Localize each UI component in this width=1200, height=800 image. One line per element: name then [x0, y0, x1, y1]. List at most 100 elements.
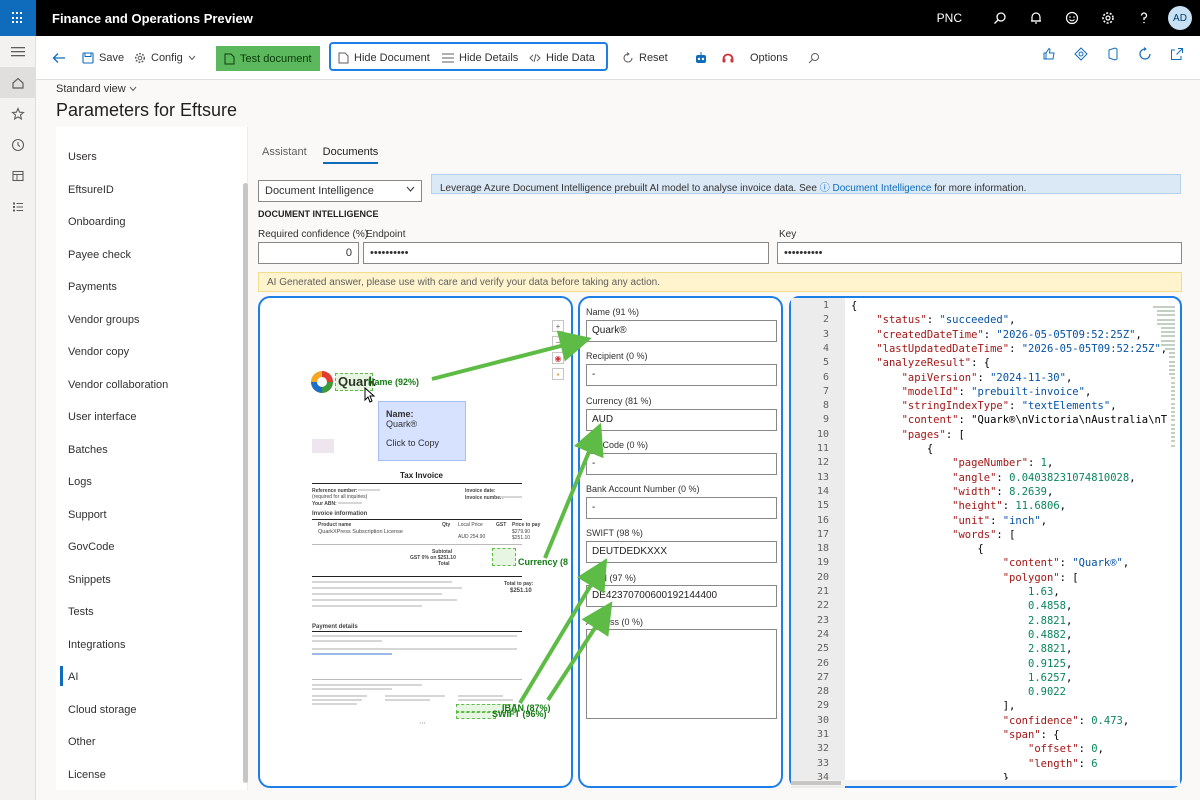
- scroll-thumb[interactable]: [791, 781, 841, 785]
- nav-item-support[interactable]: Support: [68, 509, 107, 521]
- test-document-button[interactable]: Test document: [216, 46, 320, 71]
- iban-overlay-label: IBAN (87%): [502, 703, 551, 713]
- minimap-line: [1171, 444, 1175, 447]
- document-intelligence-link[interactable]: Document Intelligence: [832, 183, 932, 194]
- nav-item-onboarding[interactable]: Onboarding: [68, 216, 126, 228]
- address-field[interactable]: [586, 629, 777, 719]
- app-launcher-button[interactable]: [0, 0, 36, 36]
- recent-clock-icon[interactable]: [0, 129, 36, 160]
- power-apps-icon[interactable]: [1074, 47, 1088, 61]
- view-selector[interactable]: Standard view: [56, 83, 137, 95]
- nav-item-eftsureid[interactable]: EftsureID: [68, 184, 114, 196]
- text-line: [312, 635, 517, 637]
- currency-detection-box[interactable]: [492, 548, 516, 566]
- user-avatar[interactable]: AD: [1168, 6, 1192, 30]
- back-button[interactable]: [52, 47, 66, 69]
- key-input[interactable]: ••••••••••: [777, 242, 1182, 264]
- bank-account-field[interactable]: -: [586, 497, 777, 519]
- nav-item-payments[interactable]: Payments: [68, 281, 117, 293]
- nav-item-snippets[interactable]: Snippets: [68, 574, 111, 586]
- search-icon[interactable]: [982, 0, 1018, 36]
- horizontal-scrollbar[interactable]: [791, 780, 1180, 786]
- hide-data-button[interactable]: Hide Data: [529, 47, 595, 69]
- swift-detection-box[interactable]: [456, 711, 496, 719]
- selected-indicator: [60, 666, 63, 686]
- headset-icon: [722, 53, 734, 63]
- currency-field[interactable]: AUD: [586, 409, 777, 431]
- swift-field[interactable]: DEUTDEDKXXX: [586, 541, 777, 563]
- save-button[interactable]: Save: [82, 47, 124, 69]
- iban-detection-box[interactable]: [456, 704, 516, 713]
- name-field[interactable]: Quark®: [586, 320, 777, 342]
- feedback-smiley-icon[interactable]: [1054, 0, 1090, 36]
- nav-item-tests[interactable]: Tests: [68, 606, 94, 618]
- line-number: 2: [822, 314, 829, 326]
- config-menu-button[interactable]: Config: [134, 47, 196, 69]
- copy-tooltip[interactable]: Name: Quark® Click to Copy: [378, 401, 466, 461]
- nav-item-other[interactable]: Other: [68, 736, 96, 748]
- support-button[interactable]: [721, 47, 735, 69]
- nav-item-vendor-groups[interactable]: Vendor groups: [68, 314, 140, 326]
- tooltip-value: Quark®: [386, 419, 418, 429]
- endpoint-input[interactable]: ••••••••••: [363, 242, 769, 264]
- help-icon[interactable]: [1126, 0, 1162, 36]
- hamburger-menu-icon[interactable]: [0, 36, 36, 67]
- favorites-star-icon[interactable]: [0, 98, 36, 129]
- code-line: 0.4858,: [1028, 600, 1073, 613]
- copilot-button[interactable]: [694, 47, 708, 69]
- company-picker[interactable]: PNC: [936, 11, 962, 25]
- home-icon[interactable]: [0, 67, 36, 98]
- tab-documents[interactable]: Documents: [322, 146, 379, 164]
- options-button[interactable]: Options: [750, 52, 788, 64]
- hide-details-button[interactable]: Hide Details: [442, 47, 518, 69]
- doc-gst: GST 0% on $251.10: [410, 555, 456, 561]
- nav-item-govcode[interactable]: GovCode: [68, 541, 115, 553]
- workspaces-icon[interactable]: [0, 160, 36, 191]
- nav-item-integrations[interactable]: Integrations: [68, 639, 126, 651]
- action-search-button[interactable]: [808, 47, 820, 69]
- open-new-window-icon[interactable]: [1170, 47, 1184, 61]
- code-minimap[interactable]: [1153, 302, 1175, 782]
- doc-ref-label: Reference number:: [312, 488, 358, 494]
- reset-button[interactable]: Reset: [622, 47, 668, 69]
- recipient-field[interactable]: -: [586, 364, 777, 386]
- code-icon: [529, 53, 541, 63]
- govcode-field[interactable]: -: [586, 453, 777, 475]
- nav-item-cloud-storage[interactable]: Cloud storage: [68, 704, 137, 716]
- zoom-in-button[interactable]: +: [552, 320, 564, 332]
- name-detection-box[interactable]: [335, 373, 373, 391]
- office-icon[interactable]: [1106, 47, 1120, 61]
- nav-item-vendor-collaboration[interactable]: Vendor collaboration: [68, 379, 169, 391]
- nav-item-payee-check[interactable]: Payee check: [68, 249, 131, 261]
- nav-item-users[interactable]: Users: [68, 151, 97, 163]
- notifications-icon[interactable]: [1018, 0, 1054, 36]
- line-number-gutter: [791, 298, 845, 788]
- settings-gear-icon[interactable]: [1090, 0, 1126, 36]
- highlight-toggle-icon[interactable]: ◉: [552, 352, 564, 364]
- fit-page-icon[interactable]: ▪: [552, 368, 564, 380]
- nav-item-batches[interactable]: Batches: [68, 444, 108, 456]
- text-line: [312, 684, 422, 686]
- confidence-input[interactable]: 0: [258, 242, 359, 264]
- json-code-editor[interactable]: 1{2 "status": "succeeded",3 "createdDate…: [791, 298, 1181, 788]
- text-line: [458, 695, 503, 697]
- zoom-out-button[interactable]: −: [552, 336, 564, 348]
- hide-document-button[interactable]: Hide Document: [338, 47, 430, 69]
- top-bar: Finance and Operations Preview PNC AD: [0, 0, 1200, 36]
- minimap-line: [1171, 423, 1175, 426]
- swift-overlay-label: SWIFT (96%): [492, 709, 547, 719]
- provider-dropdown[interactable]: Document Intelligence: [258, 180, 422, 202]
- confidence-label: Required confidence (%): [258, 229, 369, 240]
- iban-field[interactable]: DE42370700600192144400: [586, 585, 777, 607]
- tab-assistant[interactable]: Assistant: [262, 146, 307, 158]
- nav-item-logs[interactable]: Logs: [68, 476, 92, 488]
- modules-list-icon[interactable]: [0, 191, 36, 222]
- nav-item-vendor-copy[interactable]: Vendor copy: [68, 346, 130, 358]
- refresh-icon[interactable]: [1138, 47, 1152, 61]
- nav-item-user-interface[interactable]: User interface: [68, 411, 137, 423]
- nav-item-license[interactable]: License: [68, 769, 106, 781]
- left-nav-scrollbar[interactable]: [243, 183, 248, 783]
- code-line: 0.9125,: [1028, 657, 1073, 670]
- like-thumb-icon[interactable]: [1042, 47, 1056, 61]
- nav-item-ai[interactable]: AI: [68, 671, 79, 683]
